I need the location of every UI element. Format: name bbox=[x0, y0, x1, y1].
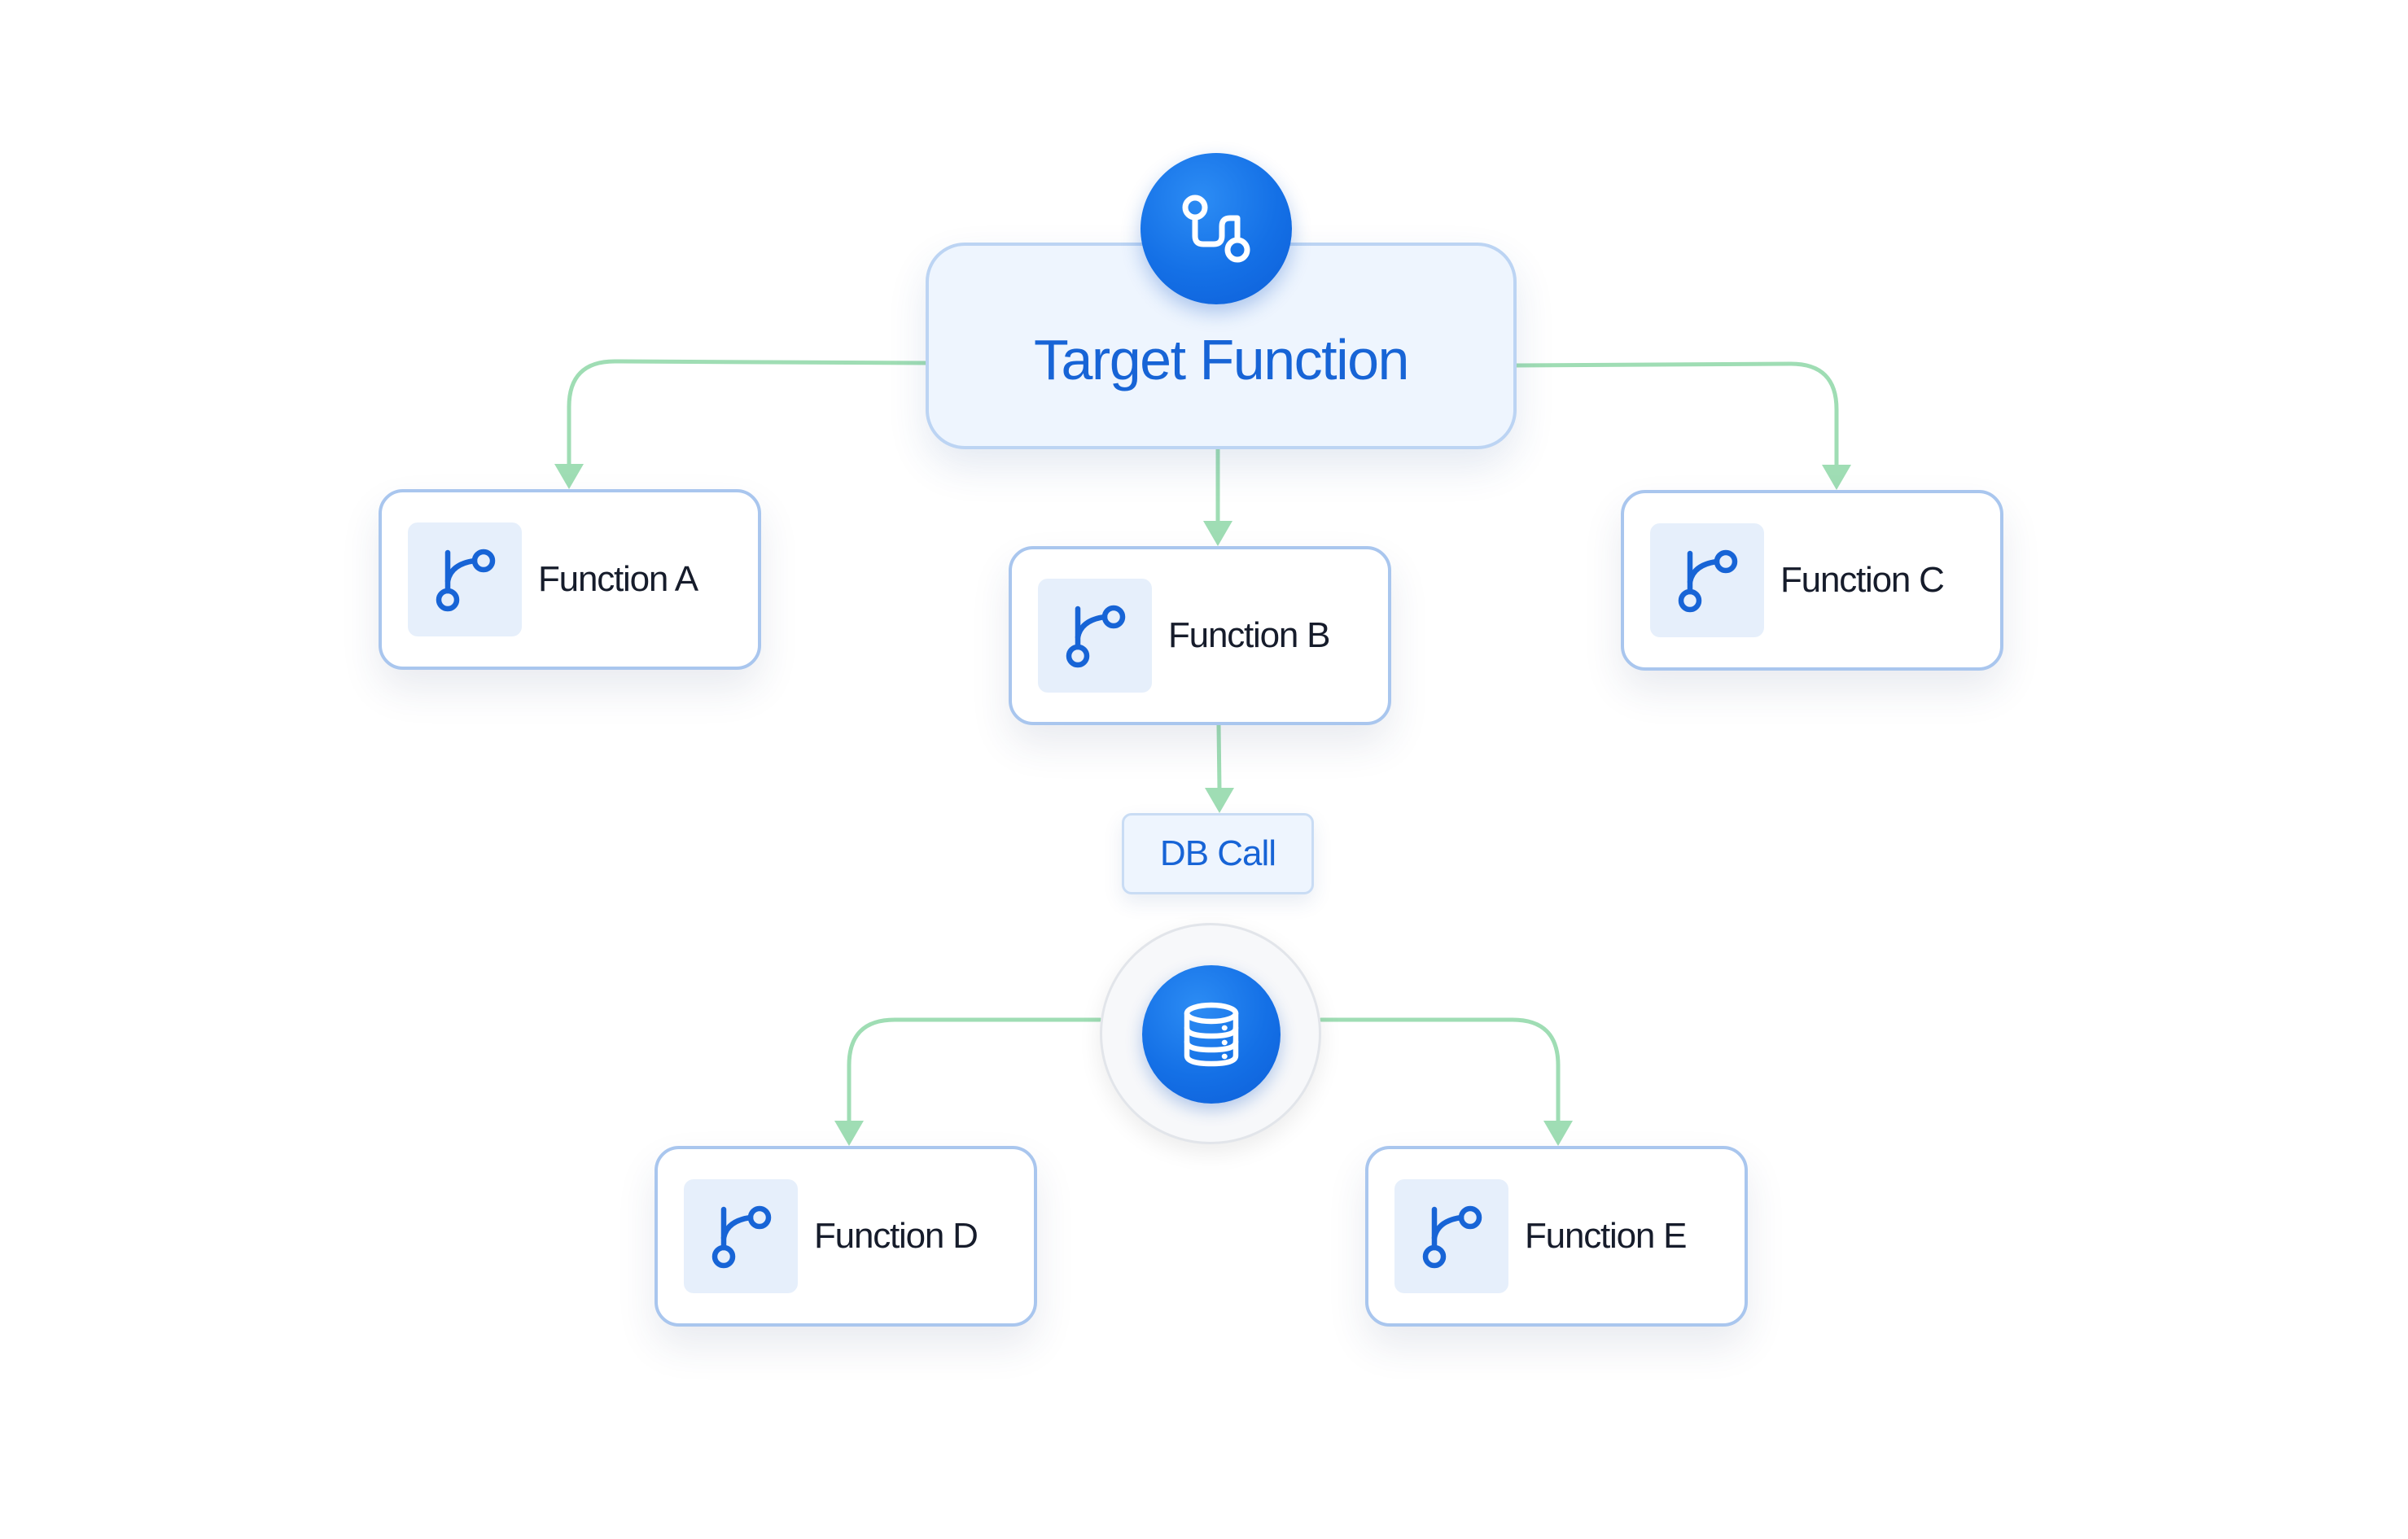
arrowhead-b bbox=[1203, 521, 1232, 546]
connector-db-to-e bbox=[1319, 1017, 1561, 1125]
function-label: Function E bbox=[1525, 1216, 1688, 1256]
branch-icon bbox=[1650, 523, 1764, 637]
function-label: Function A bbox=[538, 559, 698, 599]
function-b-card[interactable]: Function B bbox=[1009, 546, 1391, 725]
function-e-card[interactable]: Function E bbox=[1365, 1146, 1748, 1327]
function-label: Function C bbox=[1780, 560, 1945, 600]
arrowhead-c bbox=[1822, 465, 1851, 490]
function-label: Function D bbox=[814, 1216, 979, 1256]
db-call-badge: DB Call bbox=[1122, 813, 1314, 894]
function-d-card[interactable]: Function D bbox=[655, 1146, 1037, 1327]
connector-target-to-c bbox=[1514, 361, 1839, 469]
database-icon bbox=[1142, 965, 1281, 1104]
arrowhead-d bbox=[834, 1121, 864, 1146]
function-label: Function B bbox=[1168, 615, 1331, 655]
arrowhead-a bbox=[554, 464, 584, 489]
branch-icon bbox=[408, 522, 522, 636]
branch-icon bbox=[1394, 1179, 1508, 1293]
branch-icon bbox=[1038, 579, 1152, 693]
arrowhead-dbcall bbox=[1205, 788, 1234, 813]
function-a-card[interactable]: Function A bbox=[379, 489, 761, 670]
connector-db-to-d bbox=[847, 1017, 1102, 1125]
function-c-card[interactable]: Function C bbox=[1621, 490, 2003, 671]
git-compare-icon bbox=[1141, 153, 1292, 304]
arrowhead-e bbox=[1543, 1121, 1573, 1146]
target-function-title: Target Function bbox=[1034, 328, 1409, 391]
connector-target-to-a bbox=[567, 359, 928, 468]
branch-icon bbox=[684, 1179, 798, 1293]
